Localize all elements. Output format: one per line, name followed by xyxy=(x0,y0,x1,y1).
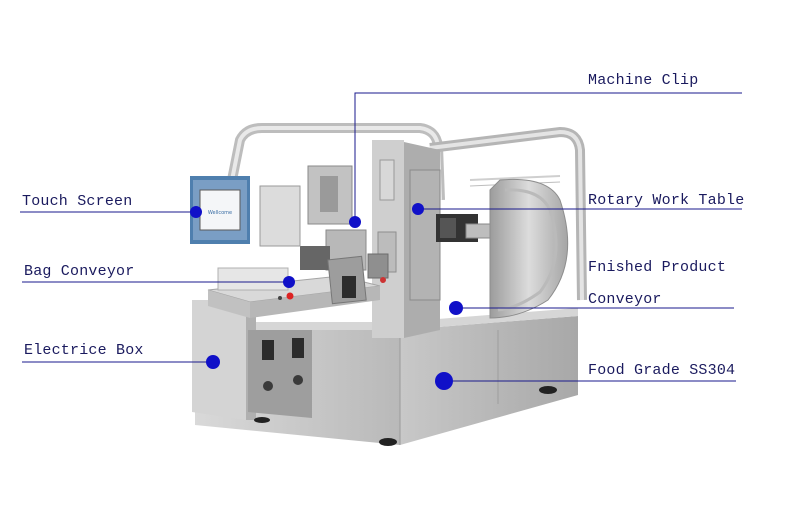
callout-dot-finished-product xyxy=(449,301,463,315)
screen-text: Wellcome xyxy=(208,210,232,216)
machine-feet xyxy=(254,386,557,446)
callout-dot-food-grade xyxy=(435,372,453,390)
electric-box xyxy=(192,300,256,420)
label-finished-product-line1: Fnished Product xyxy=(588,259,727,276)
label-electric-box: Electrice Box xyxy=(24,342,144,359)
callout-line-machine-clip xyxy=(354,92,742,222)
rear-frame-arch xyxy=(227,123,587,301)
label-touch-screen: Touch Screen xyxy=(22,193,133,210)
label-finished-product-line2: Conveyor xyxy=(588,291,662,308)
callout-dot-bag-conveyor xyxy=(283,276,295,288)
bag-conveyor-table xyxy=(207,253,389,318)
lower-panel xyxy=(248,330,312,418)
label-bag-conveyor: Bag Conveyor xyxy=(24,263,135,280)
label-machine-clip: Machine Clip xyxy=(588,72,699,89)
label-rotary-work-table: Rotary Work Table xyxy=(588,192,745,209)
filling-mechanism xyxy=(259,165,497,301)
callout-dot-electric-box xyxy=(206,355,220,369)
callout-dots xyxy=(190,203,463,390)
callout-dot-machine-clip xyxy=(349,216,361,228)
label-food-grade: Food Grade SS304 xyxy=(588,362,736,379)
callout-dot-rotary-work-table xyxy=(412,203,424,215)
callout-dot-touch-screen xyxy=(190,206,202,218)
callout-lines xyxy=(20,92,742,382)
rotary-drum xyxy=(489,178,569,319)
